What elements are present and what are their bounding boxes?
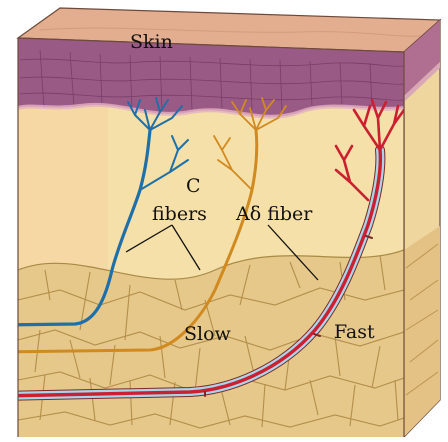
- dermis-shading: [18, 90, 108, 280]
- slow-label: Slow: [184, 323, 232, 345]
- block-outline: [17, 37, 405, 437]
- orange-fiber: [18, 97, 287, 354]
- skin-top-texture: [39, 27, 421, 37]
- a-delta-fiber-label: Aδ fiber: [235, 203, 313, 225]
- fast-label: Fast: [334, 321, 375, 343]
- a-delta-fiber: [18, 98, 404, 401]
- c-fibers-label: fibers: [152, 203, 207, 225]
- epidermis-cells: [19, 49, 404, 113]
- c-label: C: [186, 175, 201, 197]
- side-face: [403, 18, 441, 439]
- c-fiber-blue: [18, 97, 189, 327]
- fiber-pointer-lines: [125, 224, 319, 281]
- skin-label: Skin: [130, 31, 173, 53]
